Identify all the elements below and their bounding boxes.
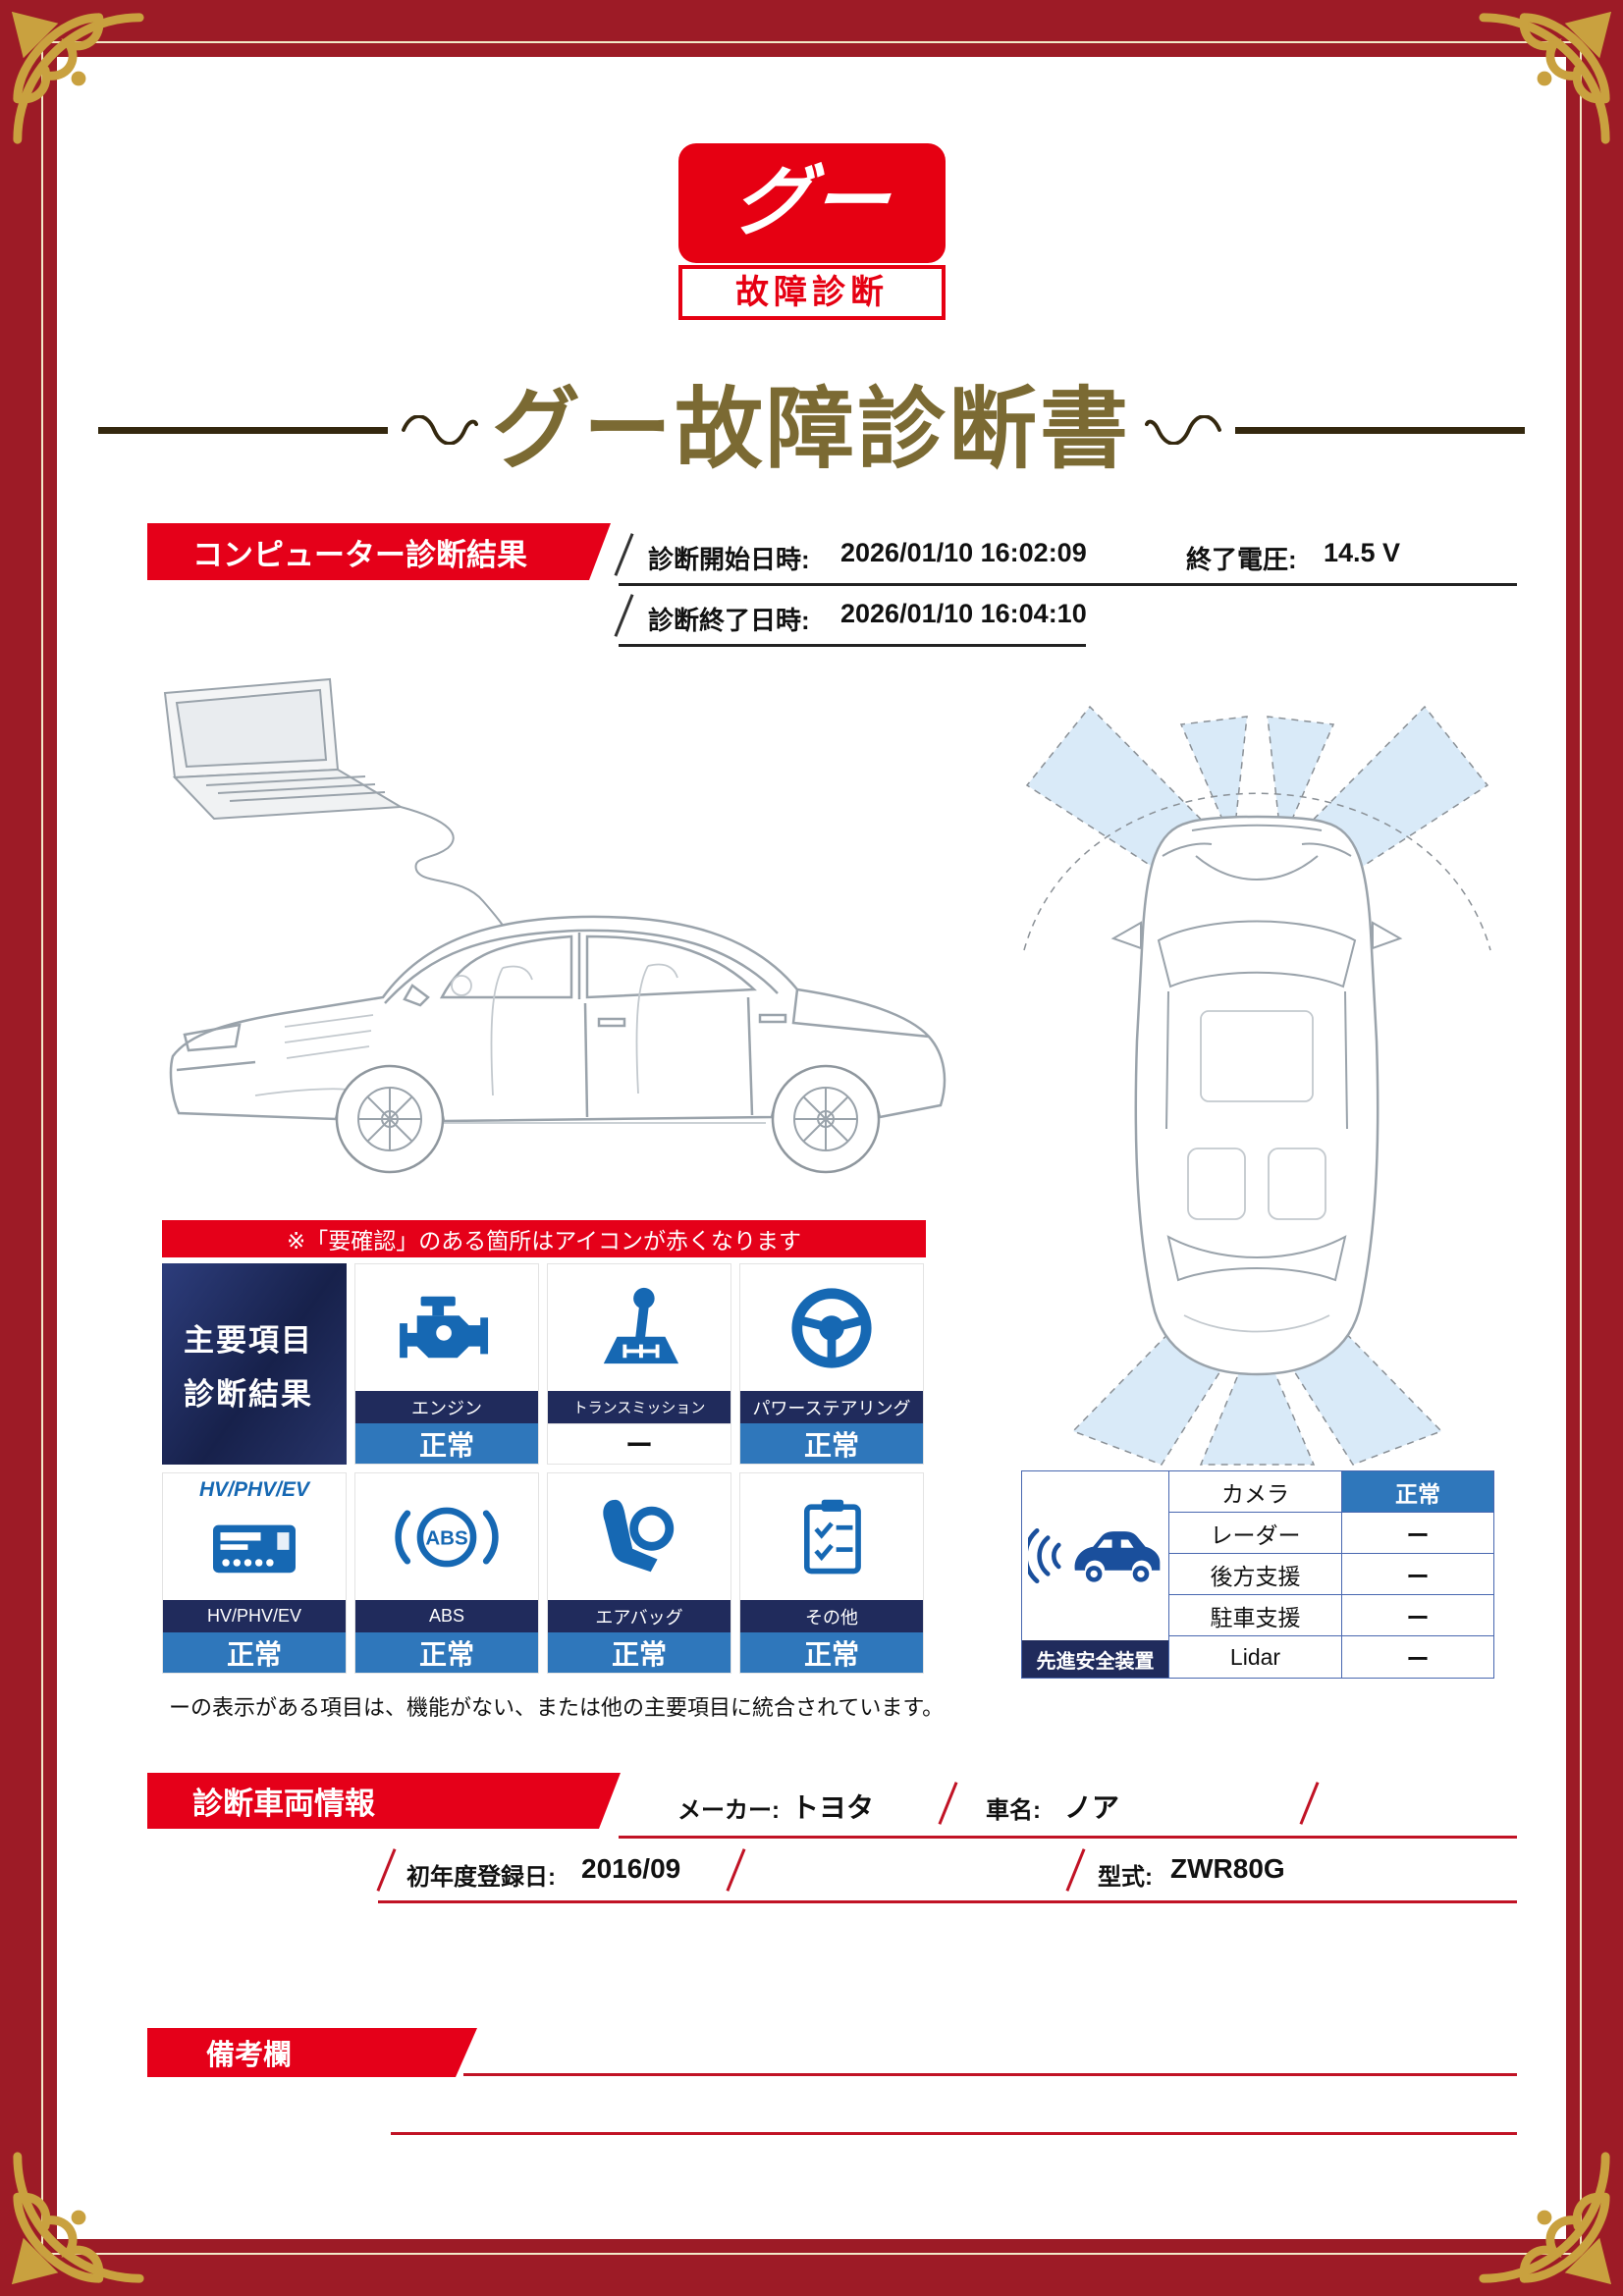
corner-ornament-icon (6, 6, 151, 151)
goo-logo-mark: グー (678, 143, 946, 263)
safety-row-status: ー (1342, 1595, 1493, 1636)
checklist-icon (804, 1499, 861, 1574)
safety-row-name: 駐車支援 (1169, 1595, 1342, 1636)
item-status: 正常 (355, 1423, 538, 1464)
transmission-icon (603, 1287, 679, 1363)
title-flourish-icon (1145, 415, 1221, 445)
item-status: 正常 (355, 1632, 538, 1673)
diagnosis-result-banner-label: コンピューター診断結果 (192, 537, 527, 572)
remarks-banner: 備考欄 (147, 2028, 477, 2077)
title-rule-right (1235, 426, 1525, 434)
item-label: エアバッグ (548, 1600, 730, 1632)
diagnosis-item-other: その他 正常 (739, 1472, 924, 1674)
diagnosis-start-label: 診断開始日時: (648, 545, 810, 574)
main-grid-header: 主要項目 診断結果 (162, 1263, 347, 1465)
diagnosis-item-power-steering: パワーステアリング 正常 (739, 1263, 924, 1465)
remarks-banner-label: 備考欄 (206, 2040, 293, 2071)
attention-notice-bar: ※「要確認」のある箇所はアイコンが赤くなります (162, 1220, 926, 1257)
title-rule-left (98, 426, 388, 434)
safety-row-status: ー (1406, 1646, 1430, 1672)
maker-label: メーカー: (677, 1797, 780, 1824)
advanced-safety-label: 先進安全装置 (1022, 1640, 1168, 1678)
end-voltage-label: 終了電圧: (1186, 545, 1297, 574)
diagnosis-item-airbag: エアバッグ 正常 (547, 1472, 731, 1674)
hv-overlay-text: HV/PHV/EV (198, 1478, 310, 1501)
registration-value: 2016/09 (581, 1853, 681, 1884)
item-status: 正常 (740, 1423, 923, 1464)
safety-row-status: 正常 (1342, 1471, 1493, 1513)
svg-text:ABS: ABS (425, 1526, 467, 1549)
maker-value: トヨタ (791, 1792, 875, 1823)
goo-logo-subtitle: 故障診断 (678, 265, 946, 320)
corner-ornament-icon (1472, 6, 1617, 151)
advanced-safety-table: カメラ 正常 レーダー ー 後方支援 ー 駐車支援 ー Lidar ー (1169, 1471, 1493, 1678)
vehicle-info-banner: 診断車両情報 (147, 1773, 621, 1829)
connected-car-icon (1027, 1527, 1160, 1584)
advanced-safety-panel: 先進安全装置 カメラ 正常 レーダー ー 後方支援 ー 駐車支援 ー Lidar… (1021, 1470, 1494, 1679)
vehicle-info-banner-label: 診断車両情報 (192, 1787, 375, 1821)
title-flourish-icon (402, 415, 478, 445)
vehicle-divider (378, 1900, 1517, 1903)
safety-row-name: カメラ (1169, 1471, 1342, 1513)
item-status: ー (548, 1423, 730, 1464)
item-label: ABS (355, 1600, 538, 1632)
item-label: HV/PHV/EV (163, 1600, 346, 1632)
item-label: トランスミッション (548, 1391, 730, 1423)
diagnosis-result-banner: コンピューター診断結果 (147, 523, 611, 580)
airbag-icon (603, 1499, 675, 1572)
diagnosis-divider (619, 644, 1086, 647)
end-voltage-value: 14.5 V (1324, 538, 1401, 567)
registration-label: 初年度登録日: (406, 1864, 556, 1891)
item-label: エンジン (355, 1391, 538, 1423)
safety-row-name: 後方支援 (1169, 1554, 1342, 1595)
goo-logo-text: グー (729, 158, 895, 244)
sensor-coverage-car-illustration (1023, 705, 1491, 1466)
safety-row-name: レーダー (1169, 1513, 1342, 1554)
main-diagnosis-grid: 主要項目 診断結果 エンジン 正常 (162, 1263, 924, 1674)
diagnosis-end-label: 診断終了日時: (648, 606, 810, 635)
abs-icon: ABS (395, 1507, 499, 1567)
model-code-value: ZWR80G (1170, 1853, 1285, 1884)
corner-ornament-icon (6, 2145, 151, 2290)
diagnosis-end-value: 2026/01/10 16:04:10 (840, 599, 1087, 628)
diagnosis-item-hv-phv-ev: HV/PHV/EV HV/PHV/EV 正常 (162, 1472, 347, 1674)
car-name-label: 車名: (986, 1797, 1041, 1824)
main-grid-header-line2: 診断結果 (184, 1376, 313, 1412)
item-label: その他 (740, 1600, 923, 1632)
model-code-label: 型式: (1098, 1864, 1153, 1891)
safety-row-status: ー (1342, 1554, 1493, 1595)
remarks-line (391, 2132, 1517, 2135)
diagnosis-item-engine: エンジン 正常 (354, 1263, 539, 1465)
diagnostic-laptop-car-illustration (163, 677, 947, 1174)
diagnosis-item-abs: ABS ABS 正常 (354, 1472, 539, 1674)
vehicle-divider (619, 1836, 1517, 1839)
advanced-safety-left: 先進安全装置 (1022, 1471, 1169, 1678)
safety-row-name: Lidar (1169, 1636, 1342, 1678)
main-grid-header-line1: 主要項目 (184, 1322, 313, 1358)
diagnosis-divider (619, 583, 1517, 586)
corner-ornament-icon (1472, 2145, 1617, 2290)
diagnosis-start-value: 2026/01/10 16:02:09 (840, 538, 1087, 567)
attention-notice-text: ※「要確認」のある箇所はアイコンが赤くなります (286, 1228, 802, 1254)
steering-wheel-icon (791, 1287, 872, 1368)
grid-footnote: ーの表示がある項目は、機能がない、または他の主要項目に統合されています。 (169, 1695, 945, 1720)
safety-row-status: ー (1342, 1513, 1493, 1554)
car-name-value: ノア (1064, 1792, 1120, 1823)
item-status: 正常 (740, 1632, 923, 1673)
page-title: グー故障診断書 (492, 381, 1131, 479)
hv-control-unit-icon (213, 1524, 296, 1573)
title-row: グー故障診断書 (98, 379, 1525, 481)
engine-icon (400, 1296, 489, 1358)
item-label: パワーステアリング (740, 1391, 923, 1423)
item-status: 正常 (548, 1632, 730, 1673)
goo-logo: グー 故障診断 (678, 143, 946, 320)
diagnosis-item-transmission: トランスミッション ー (547, 1263, 731, 1465)
item-status: 正常 (163, 1632, 346, 1673)
remarks-line (463, 2073, 1517, 2076)
